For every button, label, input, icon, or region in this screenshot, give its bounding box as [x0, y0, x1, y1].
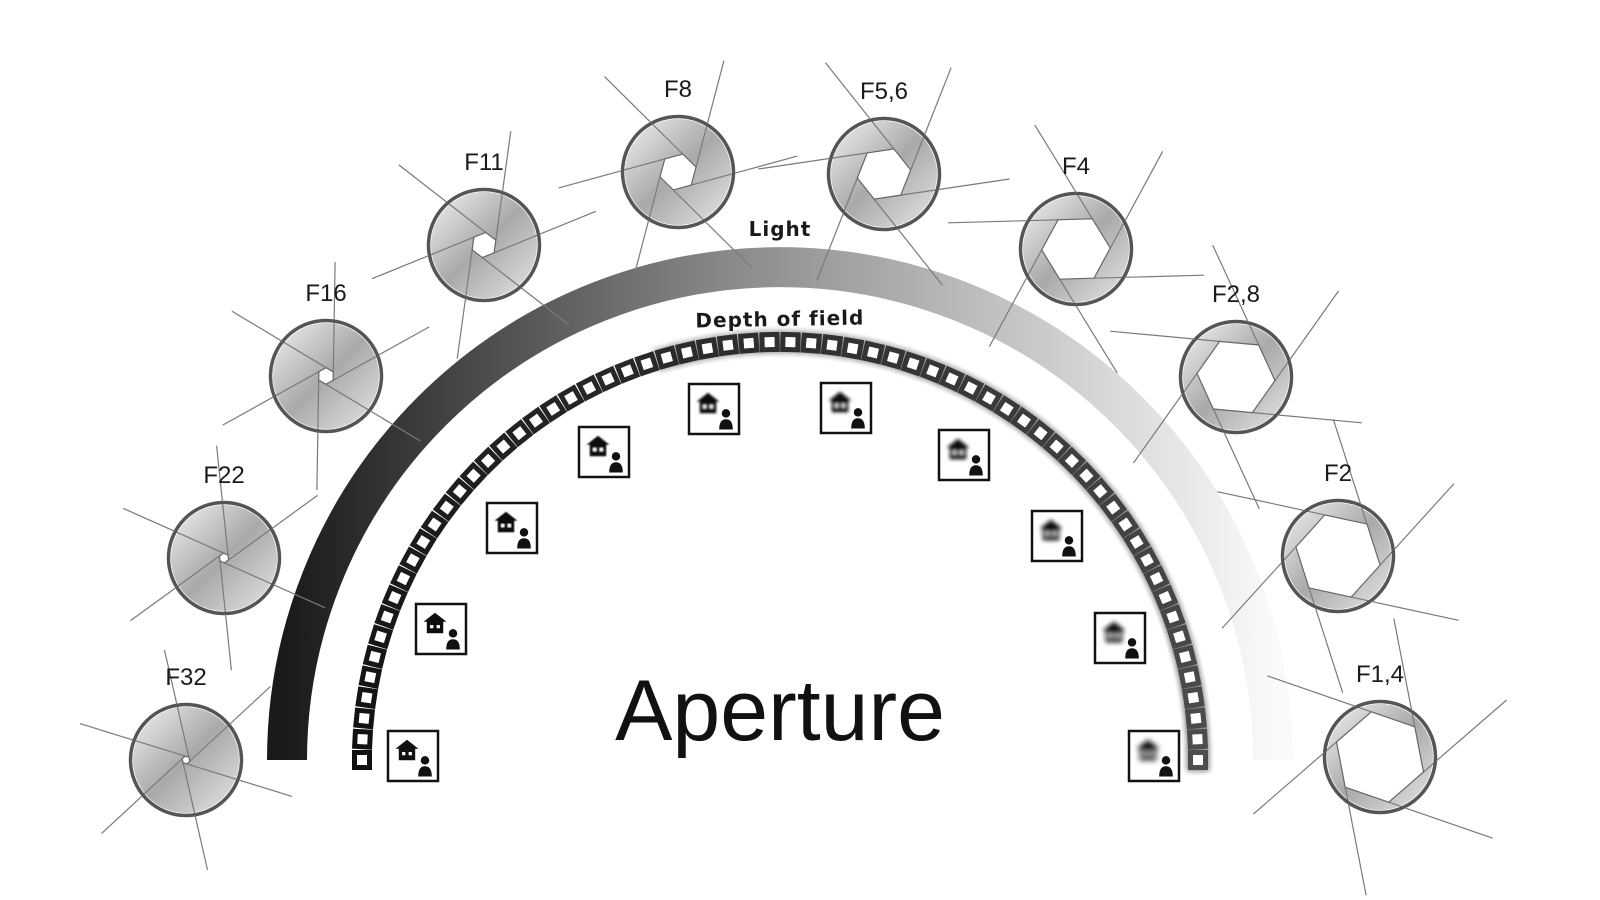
scene-thumbnail	[937, 428, 991, 482]
dof-dash	[1008, 405, 1040, 436]
scene-thumbnail	[1030, 509, 1084, 563]
aperture-label: F22	[203, 462, 244, 489]
dof-dash	[399, 546, 427, 574]
dof-dash	[353, 707, 376, 730]
dof-dash	[1158, 602, 1187, 632]
dof-dash	[368, 624, 394, 650]
aperture-label: F32	[165, 664, 206, 691]
scene-thumbnail	[1093, 611, 1147, 665]
aperture-icon	[758, 62, 1010, 286]
aperture-label: F5,6	[860, 78, 908, 105]
aperture-icon	[1110, 244, 1362, 510]
aperture-icon	[558, 60, 798, 284]
dof-dash	[879, 344, 907, 372]
depth-of-field-label: Depth of field	[695, 306, 864, 333]
aperture-label: F16	[305, 280, 346, 307]
dof-dash	[694, 335, 721, 362]
dof-dash	[489, 432, 518, 461]
dof-dash	[432, 493, 461, 522]
dof-dash	[937, 364, 967, 394]
dof-dash	[737, 331, 761, 355]
light-label: Light	[749, 217, 812, 241]
dof-dash	[918, 356, 947, 386]
scene-thumbnail	[819, 381, 873, 435]
dof-dash	[634, 351, 660, 377]
dof-dash	[557, 384, 585, 412]
aperture-icon	[948, 124, 1204, 374]
dof-dash	[459, 461, 488, 490]
dof-dash	[614, 357, 641, 384]
dof-dash	[575, 374, 603, 402]
scene-thumbnail	[414, 602, 468, 656]
dof-dash	[409, 528, 438, 556]
page-title: Aperture	[615, 663, 945, 759]
dof-dash	[1150, 583, 1180, 613]
dof-dash	[352, 750, 372, 770]
aperture-icon	[222, 261, 430, 491]
dof-dash	[352, 728, 373, 750]
dof-dash	[799, 331, 823, 355]
dof-dash	[374, 604, 401, 630]
aperture-icon	[79, 649, 293, 871]
aperture-label: F2,8	[1212, 281, 1260, 308]
aperture-label: F8	[664, 76, 692, 103]
dof-dash	[539, 395, 568, 423]
aperture-label: F2	[1324, 460, 1352, 487]
aperture-icon	[1253, 618, 1507, 896]
dof-dash	[594, 365, 622, 393]
scene-thumbnail	[577, 425, 631, 479]
dof-dash	[522, 406, 550, 435]
depth-of-field-scenes	[386, 381, 1181, 783]
dof-dash	[420, 510, 449, 539]
depth-of-field-arc	[352, 330, 1210, 771]
dof-dash	[715, 332, 741, 358]
dof-dash	[779, 330, 802, 354]
dof-dash	[505, 419, 534, 448]
dof-dash	[445, 477, 474, 506]
dof-dash	[758, 330, 781, 354]
aperture-icon	[122, 445, 326, 671]
dof-dash	[673, 339, 701, 366]
dof-dash	[653, 344, 681, 372]
light-arc	[267, 247, 1293, 761]
dof-dash	[1176, 664, 1203, 691]
dof-dash	[358, 665, 383, 689]
dof-dash	[1141, 563, 1172, 594]
aperture-label: F1,4	[1356, 661, 1404, 688]
dof-dash	[1165, 623, 1194, 651]
dof-dash	[381, 584, 408, 611]
dof-dash	[1180, 685, 1206, 711]
aperture-icon	[371, 131, 597, 359]
scene-thumbnail	[687, 382, 741, 436]
aperture-label: F4	[1062, 153, 1090, 180]
scene-thumbnail	[1127, 729, 1181, 783]
dof-dash	[1183, 706, 1208, 731]
dof-dash	[859, 339, 887, 366]
dof-dash	[1187, 749, 1209, 771]
dof-dash	[899, 349, 928, 378]
aperture-label: F11	[464, 149, 504, 176]
dof-dash	[362, 644, 388, 670]
dof-dash	[1185, 727, 1210, 751]
dof-dash	[819, 332, 845, 358]
scene-thumbnail	[485, 501, 539, 555]
dof-dash	[473, 446, 503, 475]
dof-dash	[839, 335, 866, 362]
aperture-icon	[1217, 419, 1459, 693]
dof-dash	[390, 565, 417, 592]
dof-dash	[355, 686, 379, 710]
dof-dash	[1171, 643, 1199, 671]
scene-thumbnail	[386, 729, 440, 783]
